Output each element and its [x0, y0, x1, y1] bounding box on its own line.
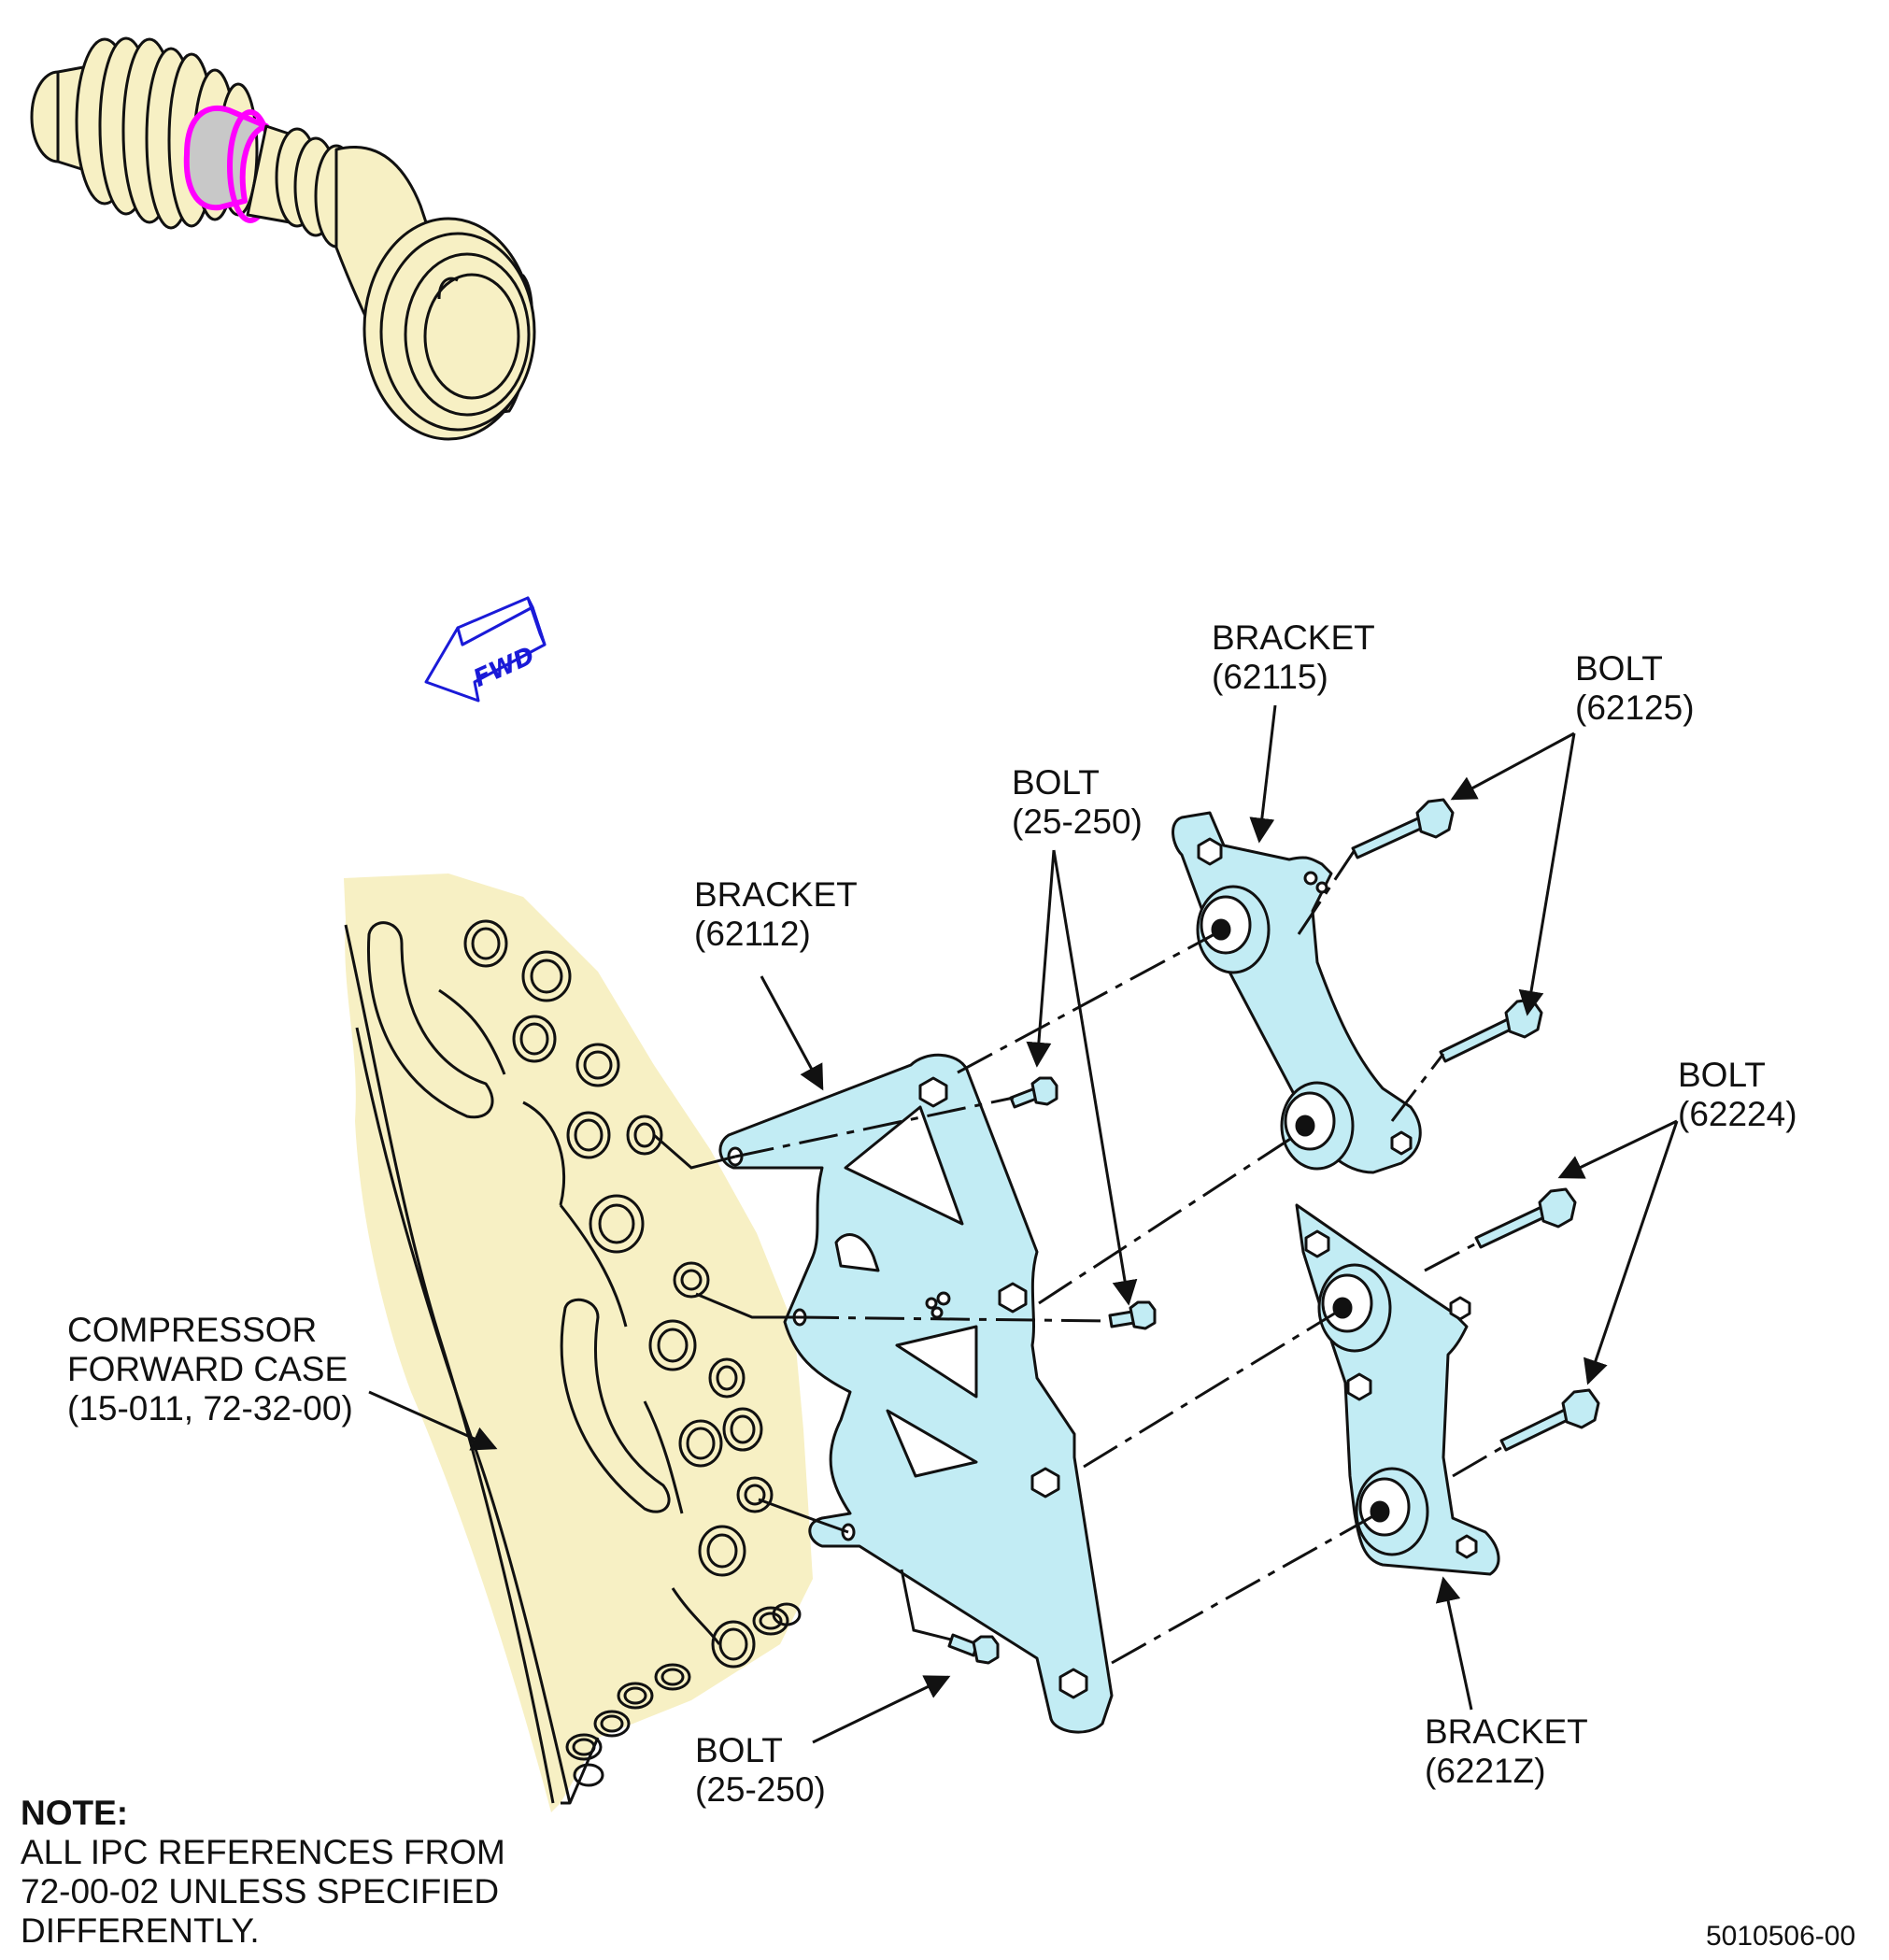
label-bracket-62115-ref: (62115) [1212, 658, 1328, 696]
attach-leader-lines [653, 1133, 952, 1641]
document-number: 5010506-00 [1706, 1921, 1856, 1952]
label-bolt-25-250-bottom: BOLT (25-250) [695, 1731, 826, 1810]
label-bolt-62224-ref: (62224) [1678, 1095, 1797, 1133]
bracket-62112-part [718, 1053, 1114, 1734]
label-bracket-6221z-name: BRACKET [1425, 1712, 1588, 1751]
label-compressor-line1: COMPRESSOR [67, 1311, 318, 1349]
label-bolt-62125: BOLT (62125) [1575, 649, 1695, 728]
note-line-3: DIFFERENTLY. [21, 1911, 260, 1950]
fwd-direction-arrow: FWD [424, 596, 547, 703]
compressor-forward-case [344, 873, 813, 1812]
label-compressor-line2: FORWARD CASE [67, 1350, 348, 1388]
label-compressor-ref: (15-011, 72-32-00) [67, 1389, 353, 1427]
label-bracket-62112: BRACKET (62112) [694, 875, 858, 954]
label-bolt-25-250-bottom-ref: (25-250) [695, 1770, 826, 1809]
bracket-6221z-part [1295, 1203, 1500, 1576]
label-bracket-6221z: BRACKET (6221Z) [1425, 1712, 1588, 1791]
bolt-hardware [947, 798, 1600, 1665]
label-compressor-forward-case: COMPRESSOR FORWARD CASE (15-011, 72-32-0… [67, 1311, 353, 1428]
label-bolt-62125-ref: (62125) [1575, 689, 1695, 727]
label-bolt-62224-name: BOLT [1678, 1056, 1766, 1094]
label-bolt-25-250-top-ref: (25-250) [1012, 802, 1143, 841]
label-bracket-62115: BRACKET (62115) [1212, 618, 1375, 697]
note-line-1: ALL IPC REFERENCES FROM [21, 1833, 505, 1871]
note-title: NOTE: [21, 1794, 129, 1832]
callout-arrows [368, 704, 1679, 1744]
label-bracket-6221z-ref: (6221Z) [1425, 1752, 1546, 1790]
label-bracket-62112-name: BRACKET [694, 875, 858, 914]
note-line-2: 72-00-02 UNLESS SPECIFIED [21, 1872, 500, 1910]
label-bolt-25-250-bottom-name: BOLT [695, 1731, 783, 1769]
engine-overview-illustration [30, 36, 536, 441]
assembly-centerlines [734, 849, 1505, 1665]
label-bracket-62112-ref: (62112) [694, 915, 811, 953]
label-bracket-62115-name: BRACKET [1212, 618, 1375, 657]
note-block: NOTE: ALL IPC REFERENCES FROM 72-00-02 U… [21, 1794, 505, 1951]
label-bolt-25-250-top: BOLT (25-250) [1012, 763, 1143, 842]
label-bolt-62224: BOLT (62224) [1678, 1056, 1797, 1134]
label-bolt-62125-name: BOLT [1575, 649, 1663, 688]
label-bolt-25-250-top-name: BOLT [1012, 763, 1100, 802]
bracket-62115-part [1172, 811, 1422, 1174]
